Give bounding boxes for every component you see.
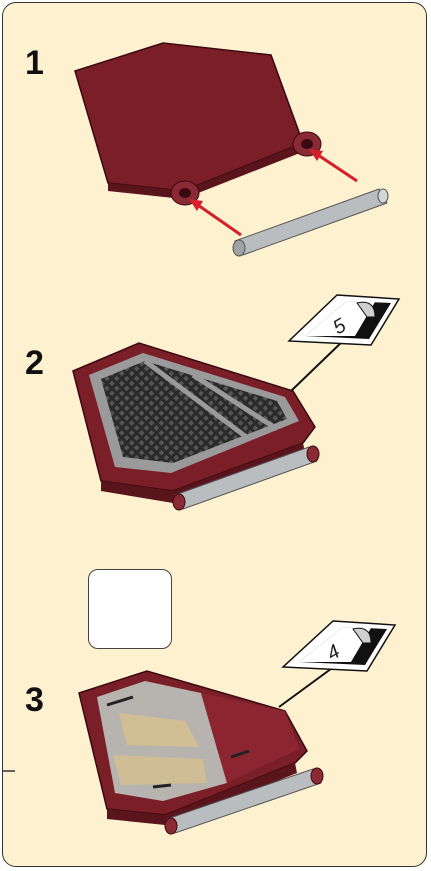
rotate-indicator: [88, 569, 172, 649]
step-1-illustration: [75, 43, 388, 256]
step-3-illustration: 4: [79, 621, 395, 834]
instruction-illustration: 5: [3, 3, 427, 867]
sticker-callout-5: 5: [289, 295, 399, 345]
sticker-callout-4: 4: [283, 621, 395, 671]
insert-arrow-left: [189, 199, 241, 235]
instruction-panel: 1 2 3: [2, 2, 427, 867]
insert-arrow-right: [309, 149, 357, 181]
step-2-illustration: 5: [73, 295, 399, 510]
wing-panel-part: [75, 43, 303, 191]
rod-part: [233, 189, 388, 256]
